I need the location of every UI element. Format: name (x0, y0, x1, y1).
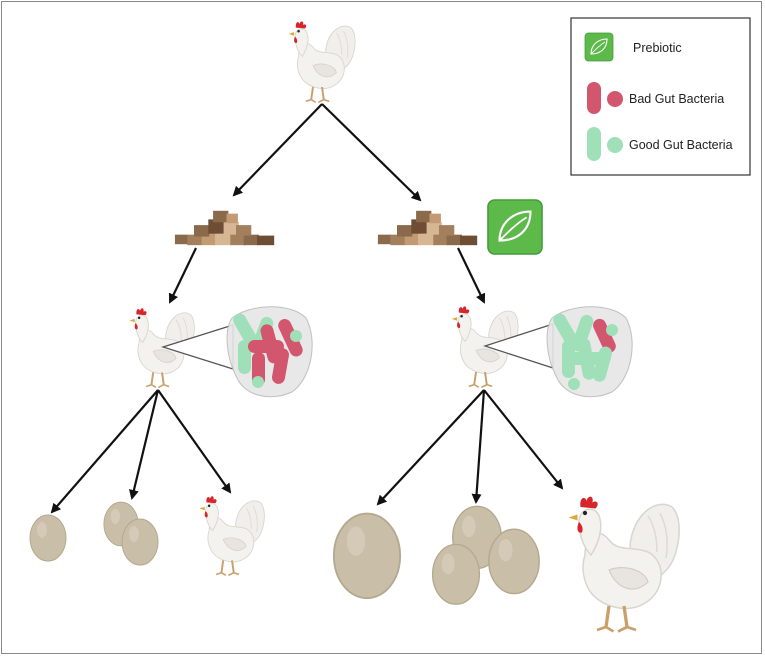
legend-label-prebiotic: Prebiotic (633, 41, 682, 55)
arrow-control-to-two-eggs (129, 389, 160, 500)
arrow-prebiotic-to-three-eggs (471, 389, 486, 504)
leaf-icon (584, 32, 614, 62)
prebiotic-egg-front-left (431, 543, 481, 605)
control-egg-single (29, 514, 67, 562)
arrow-control-to-offspring-hen (157, 389, 232, 494)
arrow-control-to-single-egg (50, 389, 159, 514)
prebiotic-leaf-icon (486, 198, 544, 256)
arrow-prebiotic-to-single-egg (376, 389, 485, 506)
arrow-prebiotic-to-offspring-hen (483, 389, 564, 490)
arrow-control-feed-to-hen (168, 247, 197, 304)
legend-label-good-bacteria: Good Gut Bacteria (629, 138, 733, 152)
prebiotic-egg-front-right (488, 528, 540, 595)
control-gut-bacteria (226, 306, 313, 398)
arrow-to-prebiotic-feed (321, 103, 422, 202)
control-egg-front (121, 518, 159, 566)
control-feed (174, 210, 275, 246)
bad-bacteria-icon (587, 82, 623, 114)
legend-label-bad-bacteria: Bad Gut Bacteria (629, 92, 724, 106)
parent-hen (287, 20, 357, 104)
prebiotic-egg-single (332, 512, 402, 600)
legend: Prebiotic Bad Gut Bacteria Good Gut Bact… (570, 17, 751, 176)
good-bacteria-icon (587, 127, 623, 161)
arrow-prebiotic-feed-to-hen (457, 247, 486, 304)
control-offspring-hen (198, 495, 266, 577)
prebiotic-gut-bacteria (546, 306, 633, 398)
prebiotic-feed (377, 210, 478, 246)
prebiotic-offspring-hen (566, 494, 682, 634)
arrow-to-control-feed (232, 103, 323, 197)
